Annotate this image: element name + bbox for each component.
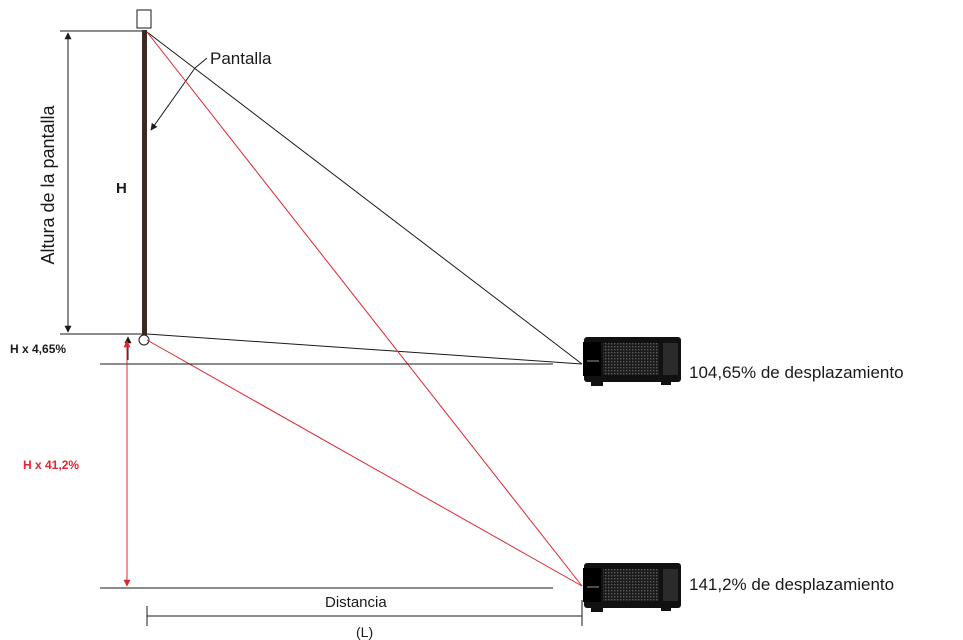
projector-icon <box>582 562 682 613</box>
offset-large-label: H x 41,2% <box>23 458 80 472</box>
beam-2-bottom <box>146 339 583 587</box>
projector-icon <box>582 336 682 387</box>
bottom-mount-marker <box>138 334 150 346</box>
top-mount-marker <box>136 9 152 29</box>
beam-1-top <box>146 31 583 365</box>
screen-label: Pantalla <box>210 49 272 68</box>
screen-height-label: Altura de la pantalla <box>38 105 58 265</box>
screen-bar <box>142 30 147 335</box>
distance-label: Distancia <box>325 594 387 611</box>
offset-1-caption: 104,65% de desplazamiento <box>689 363 904 382</box>
screen-height-symbol: H <box>116 180 127 197</box>
offset-2-caption: 141,2% de desplazamiento <box>689 575 895 594</box>
screen-label-leader <box>194 57 208 69</box>
beam-2-top <box>146 31 583 587</box>
offset-small-label: H x 4,65% <box>10 342 67 356</box>
beam-1-bottom <box>146 333 583 365</box>
screen-label-arrow <box>150 67 196 131</box>
distance-symbol: (L) <box>356 624 374 640</box>
